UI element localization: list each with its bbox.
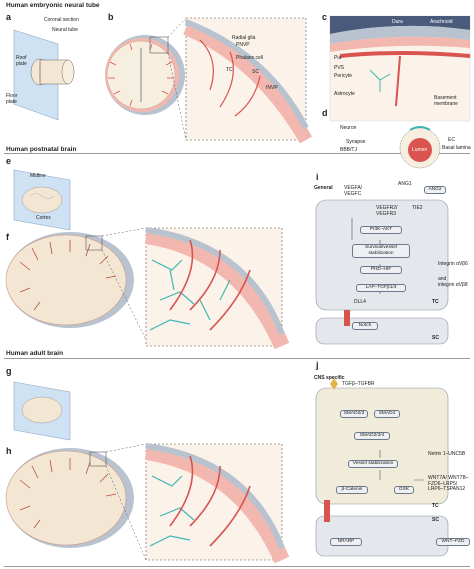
label-tie2: TIE2 — [412, 205, 423, 211]
label-dura: Dura — [392, 19, 403, 25]
panel-label-g: g — [6, 366, 12, 376]
postnatal-brain-section — [5, 227, 290, 350]
label-roof-plate: Roof plate — [16, 55, 27, 67]
gsk-box: GSK — [394, 486, 414, 494]
ang2-box: ANG2 — [424, 186, 446, 194]
adult-brain-icon — [13, 381, 71, 441]
label-netrin: Netrin 1–UNC5B — [428, 451, 466, 457]
label-sc-i: SC — [432, 335, 439, 341]
survival-box: Survival/vessel stabilization — [352, 244, 410, 258]
wntfzd-box: WNT–FZD — [436, 538, 470, 546]
label-neuron: Neuron — [340, 125, 357, 131]
bcatenin-box: β-Catenin — [336, 486, 368, 494]
label-invp: INVP — [266, 85, 278, 91]
label-sc: SC — [252, 69, 259, 75]
label-and: and — [438, 276, 447, 282]
label-arachnoid: Arachnoid — [430, 19, 453, 25]
label-tc-i: TC — [432, 299, 439, 305]
label-pia: Pia — [334, 55, 342, 61]
label-floor-plate: Floor plate — [6, 93, 18, 105]
label-vegfr: VEGFR2/ VEGFR3 — [376, 205, 398, 217]
panel-j-title: CNS specific — [314, 375, 345, 381]
panel-label-i: i — [316, 172, 319, 182]
neural-tube-diagram — [13, 29, 75, 121]
divider — [4, 153, 470, 154]
label-midline: Midline — [30, 173, 46, 179]
header-embryonic: Human embryonic neural tube — [6, 2, 100, 9]
panel-label-c: c — [322, 12, 328, 22]
panel-label-a: a — [6, 12, 12, 22]
label-basal-lamina: Basal lamina — [442, 145, 471, 151]
smad23-box: SMAD2/3 — [340, 410, 368, 418]
label-tc-j: TC — [432, 503, 439, 509]
notch-box: Notch — [352, 322, 378, 330]
label-dll4: DLL4 — [354, 299, 366, 305]
panel-label-j: j — [316, 360, 319, 370]
label-pericyte: Pericyte — [334, 73, 353, 79]
label-astrocyte: Astrocyte — [334, 91, 355, 97]
neural-tube-section — [105, 17, 313, 144]
panel-label-d: d — [322, 108, 328, 118]
label-basement-membrane: Basement membrane — [434, 95, 458, 107]
label-tc: TC — [226, 67, 233, 73]
smad4-box: SMAD4 — [374, 410, 400, 418]
meninges-diagram — [329, 15, 471, 122]
label-radial-glia: Radial glia — [232, 35, 256, 41]
label-vegfa: VEGFA/ VEGFC — [344, 185, 363, 197]
label-pnvp: PNVP — [236, 42, 250, 48]
adult-brain-section — [5, 443, 290, 564]
label-sc-j: SC — [432, 517, 439, 523]
bbb-diagram — [399, 126, 441, 169]
divider — [4, 358, 470, 359]
panel-label-f: f — [6, 232, 9, 242]
panel-label-e: e — [6, 156, 12, 166]
pi3k-box: PI3K–AKT — [360, 226, 402, 234]
phd-box: PHD–HIF — [360, 266, 402, 274]
divider — [4, 566, 470, 567]
label-integrin1: Integrin αVβ6 — [438, 261, 468, 267]
label-integrin2: integrin αVβ8 — [438, 282, 468, 288]
label-pvs: PVS — [334, 65, 345, 71]
header-adult: Human adult brain — [6, 350, 64, 357]
panel-label-h: h — [6, 446, 12, 456]
nrarp-box: NRARP — [330, 538, 362, 546]
label-cortex: Cortex — [36, 215, 51, 221]
panel-i-title: General — [314, 185, 333, 191]
label-wnt-complex: WNT7A/ WNT7B–FZD6–LRP5/ LRP6–TSPAN12 — [428, 475, 469, 492]
label-coronal-section: Coronal section — [44, 17, 79, 23]
label-tgfb: TGFβ–TGFBR — [342, 381, 375, 387]
label-ang1: ANG1 — [398, 181, 412, 187]
postnatal-brain-icon — [13, 169, 71, 231]
vessel-box: Vessel stabilization — [348, 460, 398, 468]
smad234-box: SMAD2/3/4 — [354, 432, 390, 440]
label-bbb: BBB/TJ — [340, 147, 357, 153]
label-neural-tube: Neural tube — [52, 27, 78, 33]
label-synapse: Synapse — [346, 139, 366, 145]
label-ec: EC — [448, 137, 455, 143]
label-phalanx-cell: Phalanx cell — [236, 55, 263, 61]
panel-label-b: b — [108, 12, 114, 22]
label-lumen: Lumen — [412, 147, 428, 153]
lap-box: LAP–TGFβ1/3 — [356, 284, 406, 292]
header-postnatal: Human postnatal brain — [6, 146, 77, 153]
